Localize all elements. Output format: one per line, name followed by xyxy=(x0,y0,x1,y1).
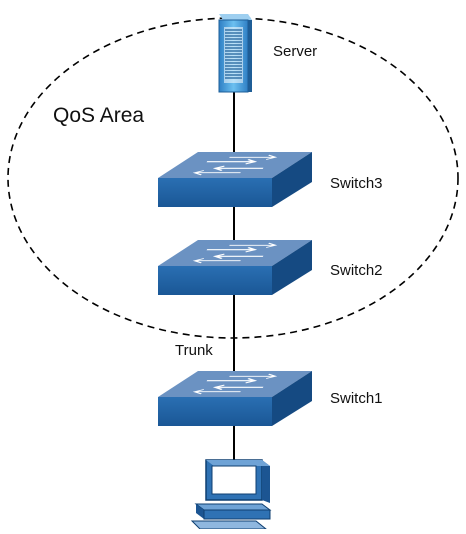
trunk-label: Trunk xyxy=(175,342,213,359)
server-label: Server xyxy=(273,43,318,60)
switch3-icon xyxy=(158,152,312,207)
pc-icon xyxy=(190,459,272,530)
switch1-icon xyxy=(158,371,312,426)
switch2-label: Switch2 xyxy=(330,262,383,279)
qos-area-label: QoS Area xyxy=(53,104,145,127)
switch2-icon xyxy=(158,240,312,295)
server-icon xyxy=(218,14,252,93)
switch1-label: Switch1 xyxy=(330,390,383,407)
switch3-label: Switch3 xyxy=(330,175,383,192)
